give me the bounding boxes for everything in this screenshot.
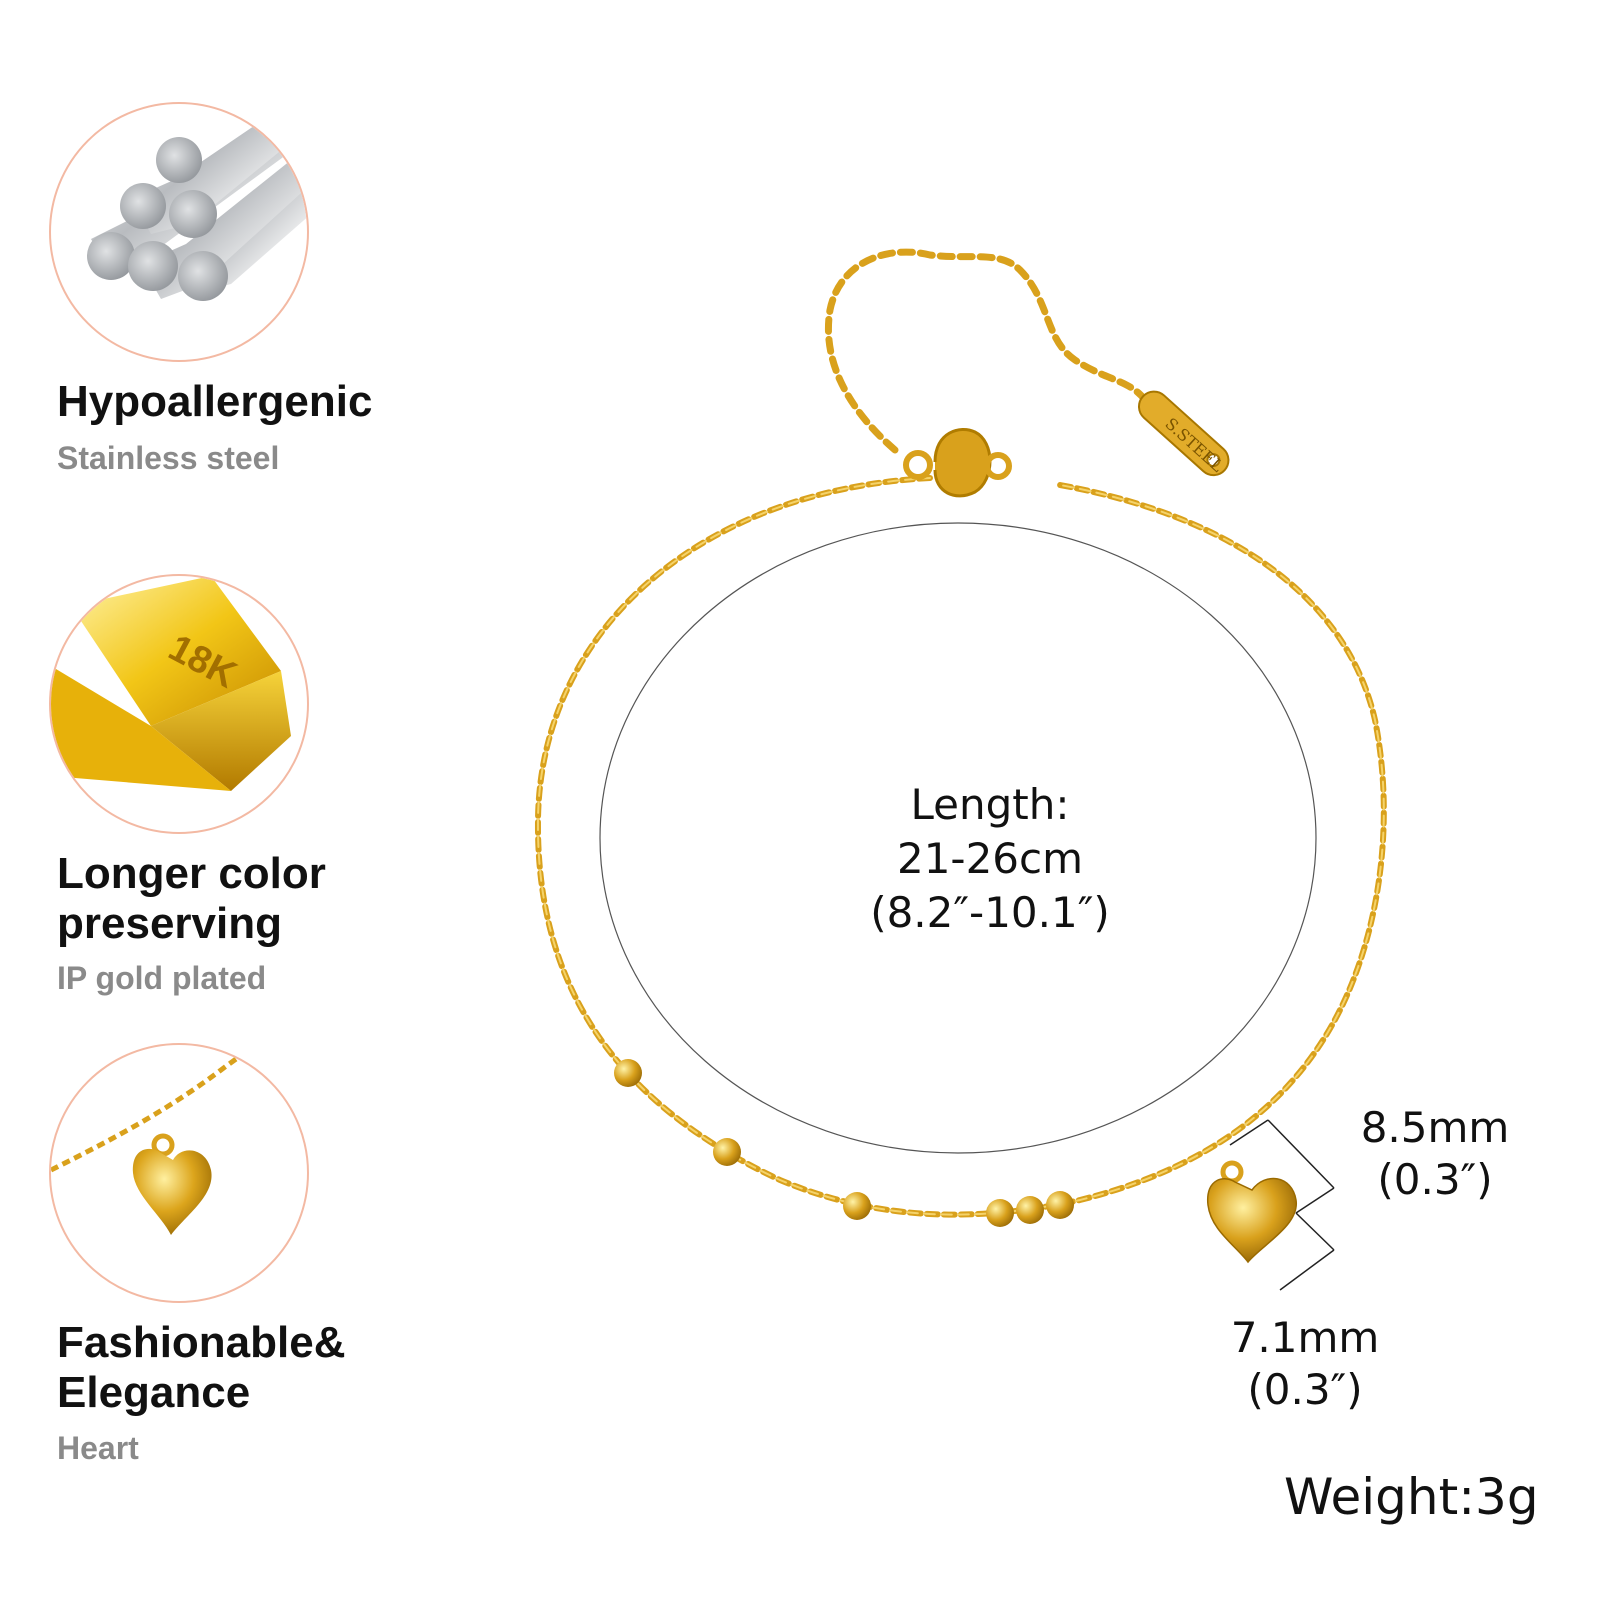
charm-height-imperial: (0.3″) bbox=[1247, 1365, 1363, 1414]
length-metric: 21-26cm bbox=[896, 834, 1084, 883]
chain-beads bbox=[614, 1059, 1074, 1227]
length-info: Length: 21-26cm (8.2″-10.1″) bbox=[780, 778, 1200, 940]
charm-width-info: 8.5mm (0.3″) bbox=[1330, 1102, 1540, 1206]
charm-height-metric: 7.1mm bbox=[1230, 1313, 1380, 1362]
heart-charm bbox=[1207, 1160, 1297, 1264]
charm-dimension-lines bbox=[1229, 1119, 1335, 1291]
feature-title-line-1: Fashionable& bbox=[57, 1318, 346, 1367]
feature-title-fashionable-elegance: Fashionable& Elegance bbox=[57, 1318, 437, 1418]
feature-title-line-2: preserving bbox=[57, 899, 282, 948]
extender-chain bbox=[825, 248, 1149, 454]
length-label: Length: bbox=[910, 780, 1070, 829]
feature-title-color-preserving: Longer color preserving bbox=[57, 849, 437, 949]
feature-subtitle-heart: Heart bbox=[57, 1430, 139, 1466]
length-imperial: (8.2″-10.1″) bbox=[870, 888, 1110, 937]
feature-title-hypoallergenic: Hypoallergenic bbox=[57, 377, 373, 426]
heart-charm-icon bbox=[49, 1043, 309, 1303]
charm-height-info: 7.1mm (0.3″) bbox=[1200, 1312, 1410, 1416]
feature-title-line-2: Elegance bbox=[57, 1368, 251, 1417]
feature-subtitle-stainless-steel: Stainless steel bbox=[57, 440, 280, 476]
feature-subtitle-ip-gold: IP gold plated bbox=[57, 960, 267, 996]
weight-label: Weight:3g bbox=[1284, 1468, 1539, 1526]
lobster-clasp bbox=[903, 428, 1012, 498]
charm-width-metric: 8.5mm bbox=[1360, 1103, 1510, 1152]
feature-title-line-1: Longer color bbox=[57, 849, 326, 898]
charm-width-imperial: (0.3″) bbox=[1377, 1155, 1493, 1204]
steel-tag: S.STEEL bbox=[1137, 390, 1230, 477]
gold-bar-icon: 18K bbox=[49, 574, 309, 834]
steel-rods-icon bbox=[49, 102, 309, 362]
tag-text: S.STEEL bbox=[1161, 414, 1227, 476]
